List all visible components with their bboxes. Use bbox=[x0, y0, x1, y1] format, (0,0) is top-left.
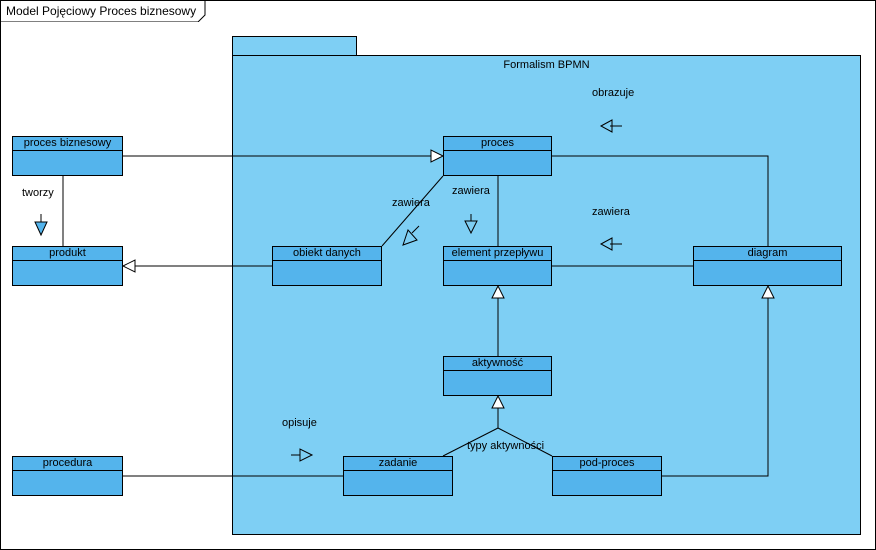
label-typy-aktywnosci: typy aktywności bbox=[467, 440, 545, 452]
class-obiekt-danych[interactable]: obiekt danych bbox=[272, 246, 382, 286]
class-produkt[interactable]: produkt bbox=[12, 246, 123, 286]
frame-title-tab bbox=[0, 0, 206, 22]
edge-zawiera-obiekt bbox=[381, 175, 444, 247]
edge-zadanie-aktywnosc bbox=[442, 427, 499, 457]
class-name: proces biznesowy bbox=[13, 137, 122, 151]
label-zawiera-element: zawiera bbox=[452, 185, 490, 197]
class-name: zadanie bbox=[344, 457, 452, 471]
generalization-arrow-icon bbox=[761, 284, 775, 299]
direction-arrow-zawiera-element-icon bbox=[464, 214, 478, 235]
package-formalism-bpmn[interactable]: Formalism BPMN bbox=[232, 55, 861, 535]
label-zawiera-diagram: zawiera bbox=[592, 206, 630, 218]
class-name: element przepływu bbox=[444, 247, 551, 261]
label-zawiera-obiekt: zawiera bbox=[392, 197, 430, 209]
generalization-arrow-icon bbox=[491, 394, 505, 409]
direction-arrow-obrazuje-icon bbox=[599, 119, 622, 133]
class-name: procedura bbox=[13, 457, 122, 471]
package-name: Formalism BPMN bbox=[503, 59, 590, 71]
direction-arrow-zawiera-diagram-icon bbox=[599, 237, 622, 251]
diagram-title: Model Pojęciowy Proces biznesowy bbox=[6, 4, 197, 18]
class-procedura[interactable]: procedura bbox=[12, 456, 123, 496]
edge-obrazuje bbox=[552, 155, 769, 246]
class-element-przeplywu[interactable]: element przepływu bbox=[443, 246, 552, 286]
edge-podproces-aktywnosc bbox=[497, 427, 553, 457]
class-proces-biznesowy[interactable]: proces biznesowy bbox=[12, 136, 123, 176]
generalization-arrow-icon bbox=[430, 149, 445, 163]
class-zadanie[interactable]: zadanie bbox=[343, 456, 453, 496]
generalization-arrow-icon bbox=[121, 259, 136, 273]
label-tworzy: tworzy bbox=[22, 187, 54, 199]
generalization-arrow-icon bbox=[491, 284, 505, 299]
class-name: pod-proces bbox=[553, 457, 661, 471]
class-diagram[interactable]: diagram bbox=[693, 246, 842, 286]
direction-arrow-opisuje-icon bbox=[291, 448, 314, 462]
class-name: diagram bbox=[694, 247, 841, 261]
edge-podproces-diagram bbox=[662, 298, 769, 477]
label-opisuje: opisuje bbox=[282, 417, 317, 429]
class-name: obiekt danych bbox=[273, 247, 381, 261]
class-aktywnosc[interactable]: aktywność bbox=[443, 356, 552, 396]
class-name: proces bbox=[444, 137, 551, 151]
class-name: produkt bbox=[13, 247, 122, 261]
direction-arrow-tworzy-icon bbox=[34, 214, 48, 237]
label-obrazuje: obrazuje bbox=[592, 87, 635, 99]
direction-arrow-zawiera-obiekt-icon bbox=[402, 225, 420, 246]
class-pod-proces[interactable]: pod-proces bbox=[552, 456, 662, 496]
class-name: aktywność bbox=[444, 357, 551, 371]
